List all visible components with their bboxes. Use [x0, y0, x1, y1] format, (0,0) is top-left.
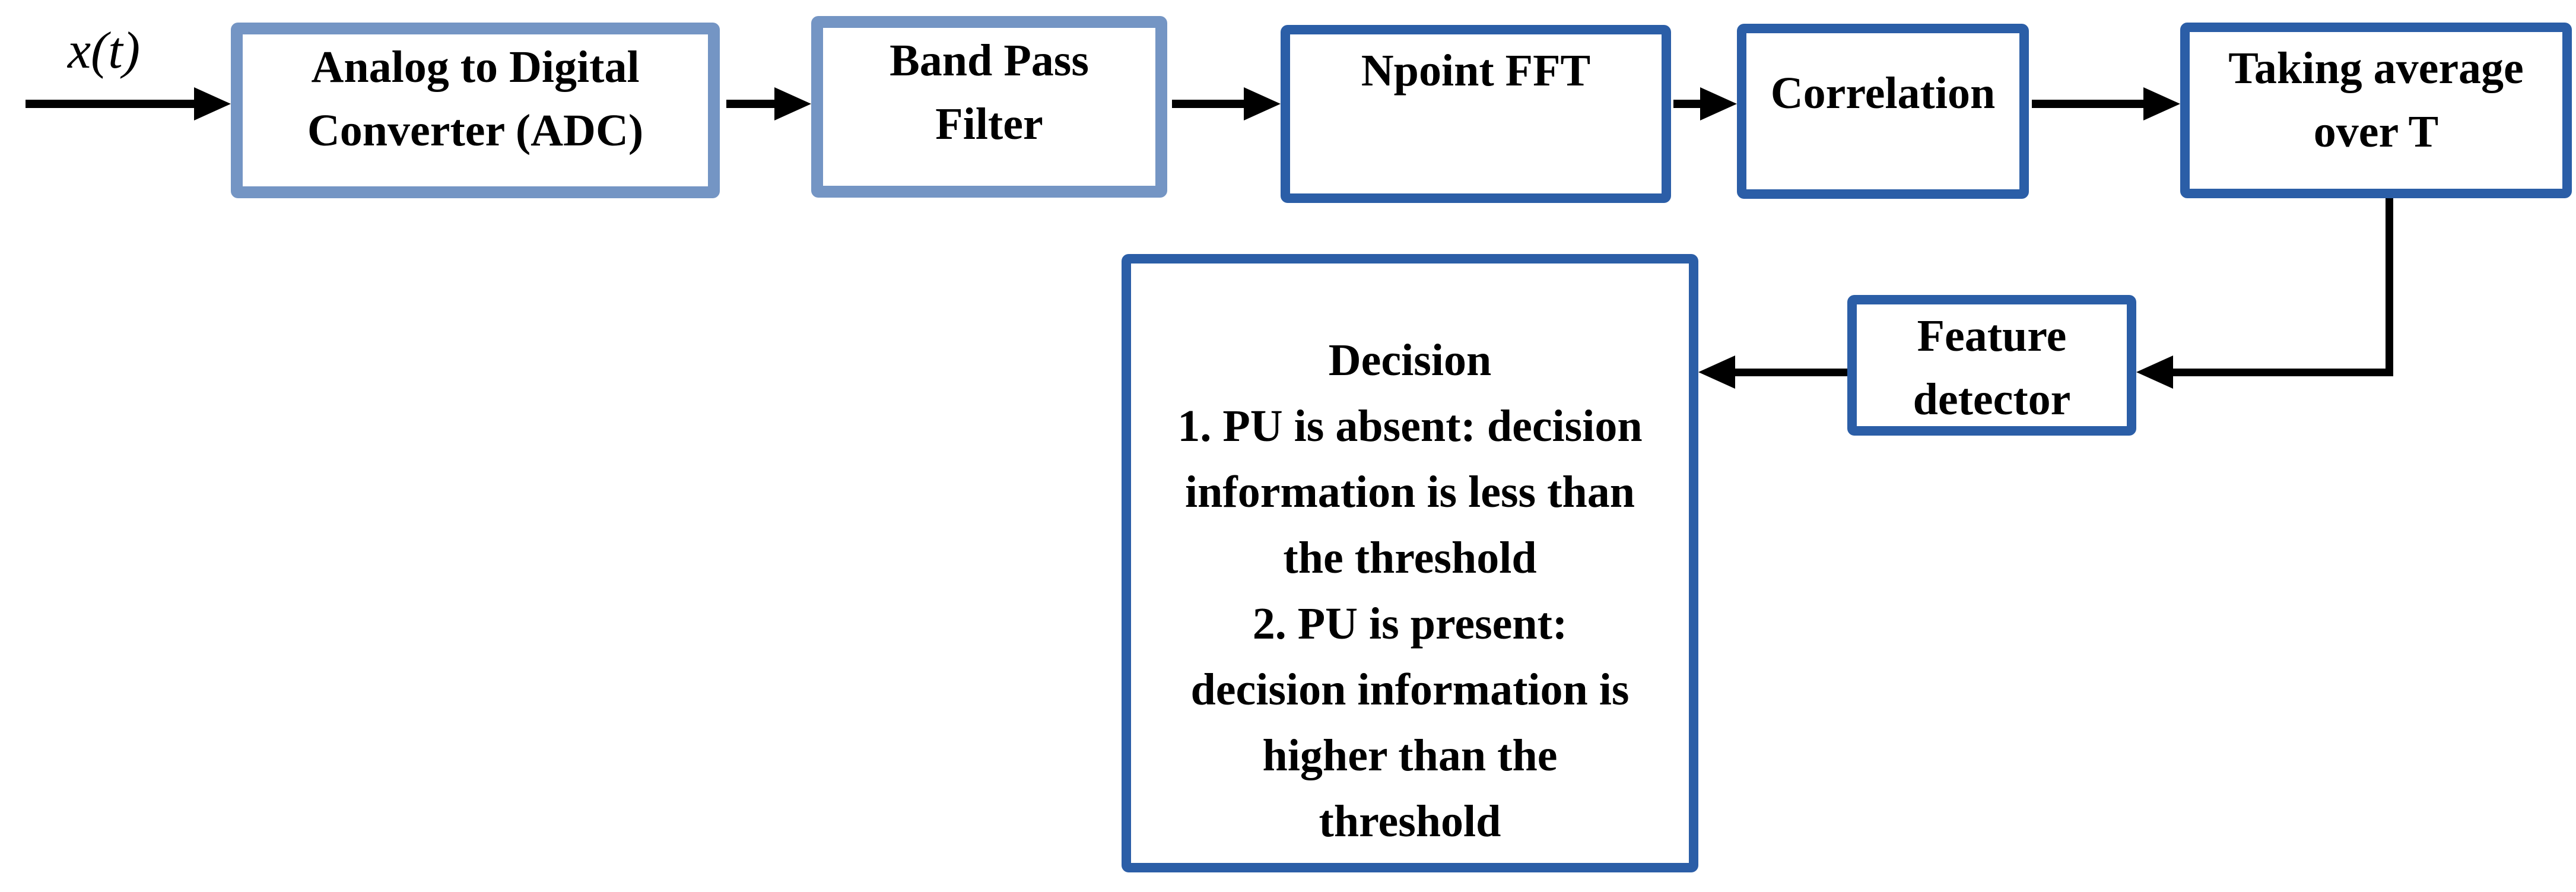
- block-feature-detector-label: Feature detector: [1913, 311, 2071, 424]
- arrow-shaft: [2170, 369, 2393, 376]
- arrow-head: [1700, 87, 1737, 120]
- arrow-head: [774, 87, 811, 120]
- block-bpf: Band Pass Filter: [811, 16, 1167, 198]
- block-adc-label: Analog to Digital Converter (ADC): [307, 42, 644, 155]
- arrow-shaft: [1732, 369, 1847, 376]
- block-decision: Decision 1. PU is absent: decision infor…: [1122, 254, 1698, 872]
- arrow-shaft: [2032, 100, 2146, 108]
- arrow-head: [2143, 87, 2180, 120]
- block-correlation: Correlation: [1737, 24, 2029, 199]
- arrow-shaft: [26, 100, 196, 108]
- block-decision-label: Decision 1. PU is absent: decision infor…: [1177, 335, 1643, 846]
- arrow-shaft: [1673, 100, 1703, 108]
- arrow-shaft: [2386, 198, 2393, 376]
- arrow-head: [194, 87, 231, 120]
- block-fft: Npoint FFT: [1281, 25, 1671, 203]
- block-taking-average-label: Taking average over T: [2228, 43, 2524, 157]
- block-adc: Analog to Digital Converter (ADC): [231, 23, 720, 198]
- block-taking-average: Taking average over T: [2180, 23, 2572, 198]
- block-feature-detector: Feature detector: [1847, 295, 2136, 436]
- arrow-head: [1244, 87, 1281, 120]
- arrow-head: [1698, 355, 1735, 389]
- block-bpf-label: Band Pass Filter: [890, 36, 1089, 149]
- block-correlation-label: Correlation: [1770, 68, 1996, 118]
- block-fft-label: Npoint FFT: [1361, 46, 1591, 96]
- arrow-shaft: [726, 100, 777, 108]
- arrow-shaft: [1172, 100, 1247, 108]
- arrow-head: [2136, 355, 2173, 389]
- input-signal-label: x(t): [67, 22, 141, 80]
